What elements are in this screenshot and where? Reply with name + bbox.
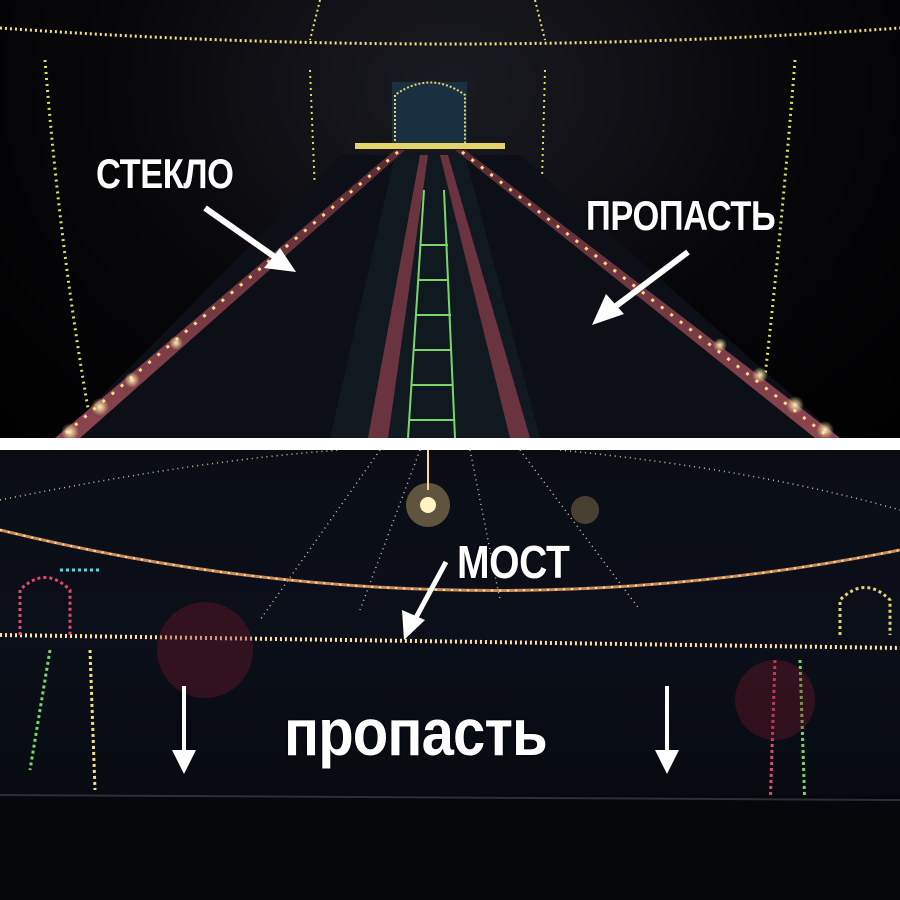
left-tower	[18, 568, 100, 791]
panel-divider	[0, 438, 900, 450]
outer-rail-left	[55, 150, 405, 438]
canopy-light-right	[534, 0, 546, 41]
label-bridge: МОСТ	[457, 536, 570, 588]
chandelier	[406, 450, 450, 527]
right-tower	[768, 586, 892, 811]
tent-light-ribs	[0, 450, 900, 621]
bridge-line	[0, 633, 900, 650]
rail-large-bulbs	[61, 336, 834, 438]
label-glass: СТЕКЛО	[96, 150, 234, 197]
down-arrow-icon	[172, 686, 196, 774]
far-platform	[392, 82, 467, 147]
upper-rope	[0, 528, 900, 592]
label-abyss-bottom: пропасть	[284, 695, 548, 769]
chandelier-far	[571, 496, 599, 524]
down-arrow-icon	[655, 686, 679, 774]
label-abyss-top: ПРОПАСТЬ	[586, 192, 776, 239]
bridge-side-scene	[0, 450, 900, 900]
arrow-icon	[203, 205, 296, 272]
floor	[0, 795, 900, 900]
canopy-light-string	[0, 26, 900, 46]
bottom-photo-panel	[0, 450, 900, 900]
glass-bridge-scene	[0, 0, 900, 438]
canopy-light-left	[309, 0, 321, 41]
outer-rail-right	[455, 150, 840, 438]
top-photo-panel: СТЕКЛО ПРОПАСТЬ	[0, 0, 900, 438]
arrow-icon	[592, 249, 690, 325]
arrow-icon	[402, 560, 449, 640]
center-ladder	[407, 189, 456, 438]
rail-bulbs-left	[59, 150, 399, 438]
upper-rope-lights	[0, 529, 900, 592]
light-string-right	[758, 59, 797, 421]
center-beam-left	[368, 155, 428, 438]
red-glow-left	[157, 602, 253, 698]
far-ledge-lights	[355, 143, 505, 149]
center-beam-right	[440, 155, 530, 438]
floor-edge	[0, 794, 900, 801]
red-glow-right	[735, 660, 815, 740]
light-string-left	[43, 59, 92, 421]
